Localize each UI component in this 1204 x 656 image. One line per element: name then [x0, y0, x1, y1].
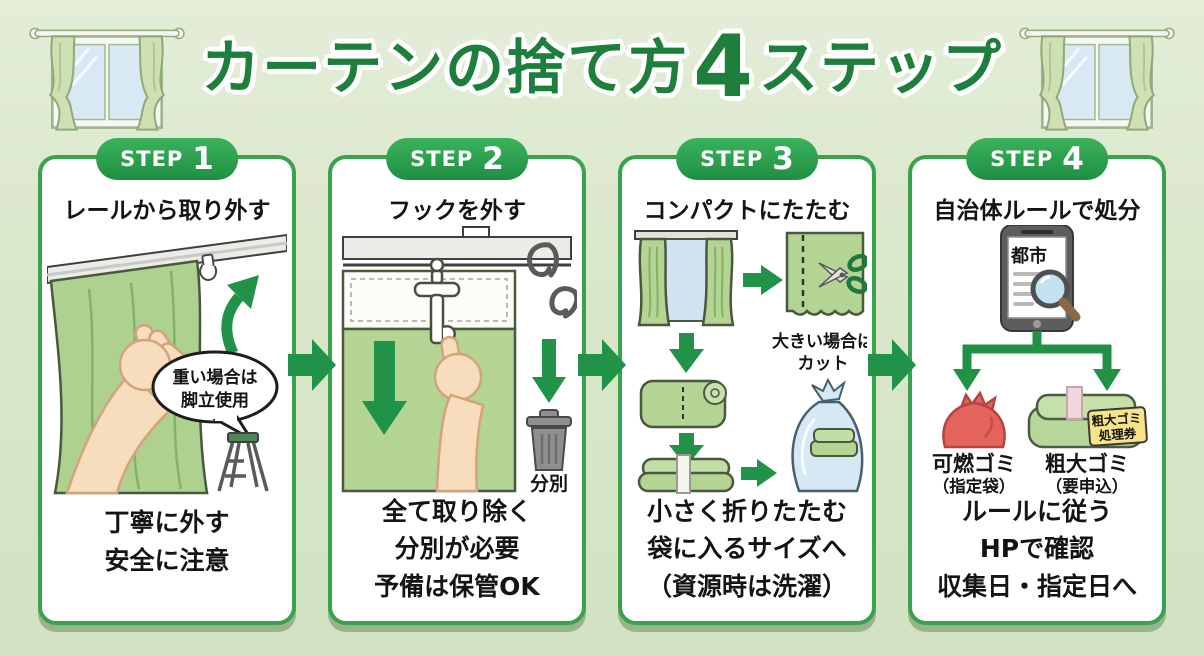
step-3-badge-label: STEP	[700, 147, 764, 171]
magnifier-icon	[1030, 269, 1081, 322]
step-1-badge-label: STEP	[120, 147, 184, 171]
step-3-badge-number: 3	[772, 140, 794, 177]
step-3-caption: 小さく折りたたむ 袋に入るサイズへ （資源時は洗濯）	[622, 493, 872, 606]
step-2-caption-line3: 予備は保管OK	[374, 571, 540, 601]
rolled-curtain-icon	[639, 379, 727, 429]
step-card-3: STEP 3 コンパクトにたたむ	[618, 138, 876, 625]
step-card-2: STEP 2 フックを外す	[328, 138, 586, 625]
smartphone-icon: 都市	[1000, 225, 1081, 332]
step-4-badge-number: 4	[1062, 140, 1084, 177]
option-2-sub: （要申込）	[1046, 476, 1129, 495]
flow-arrow-right-icon-1	[288, 339, 336, 391]
step-4-caption-line1: ルールに従う	[961, 496, 1112, 526]
title-main: カーテンの捨て方	[201, 33, 690, 102]
step-1-heading: レールから取り外す	[63, 198, 271, 224]
step-2-caption: 全て取り除く 分別が必要 予備は保管OK	[332, 493, 582, 606]
arrow-right-small-icon-2	[741, 459, 777, 487]
tag-text-line1: 粗大ゴミ	[1091, 410, 1142, 428]
option-1-sub: （指定袋）	[933, 476, 1016, 495]
step-2-illustration: 分別	[337, 225, 577, 495]
option-1-label: 可燃ゴミ	[932, 452, 1016, 476]
step-4-caption-line3: 収集日・指定日へ	[936, 571, 1137, 601]
bubble-text-line2: 脚立使用	[181, 390, 249, 411]
step-2-caption-line2: 分別が必要	[394, 534, 520, 563]
remove-from-rail-illustration: 重い場合は 脚立使用	[47, 233, 287, 495]
step-3-badge: STEP 3	[676, 138, 818, 180]
hand	[433, 335, 485, 493]
step-4-badge: STEP 4	[966, 138, 1108, 180]
step-4-caption: ルールに従う HPで確認 収集日・指定日へ	[912, 493, 1162, 606]
cut-curtain-icon	[785, 231, 865, 316]
step-2-caption-line1: 全て取り除く	[381, 496, 532, 526]
step-4-illustration: 都市	[917, 225, 1157, 495]
step-1-caption-line2: 安全に注意	[104, 545, 230, 575]
step-1-badge: STEP 1	[96, 138, 238, 180]
curtain-header-band	[341, 269, 517, 331]
tag-text-line2: 処理券	[1097, 426, 1137, 444]
title-suffix: ステップ	[758, 33, 1003, 102]
cut-note-line2: カット	[798, 354, 849, 374]
bin-label: 分別	[530, 473, 568, 495]
step-2-heading: フックを外す	[388, 198, 526, 224]
step-2-badge: STEP 2	[386, 138, 528, 180]
folded-curtain-icon	[637, 454, 735, 494]
window-curtain-icon-left	[29, 27, 185, 131]
arrow-down-icon	[362, 341, 407, 435]
step-3-caption-line2: 袋に入るサイズへ	[647, 534, 847, 563]
bulky-curtain-bundle-icon: 粗大ゴミ 処理券	[1027, 386, 1148, 449]
step-3-caption-line1: 小さく折りたたむ	[646, 496, 847, 526]
burnable-trash-bag-icon	[942, 390, 1006, 449]
speech-bubble: 重い場合は 脚立使用	[151, 350, 279, 441]
loose-hooks-icon	[526, 242, 577, 319]
step-card-4: STEP 4 自治体ルールで処分 都市	[908, 138, 1166, 625]
page-title: カーテンの捨て方4ステップ	[0, 20, 1204, 110]
curtain-rail	[342, 236, 572, 260]
municipal-disposal-illustration: 都市	[932, 225, 1148, 495]
arrow-right-small-icon	[743, 265, 783, 295]
scissors-icon	[818, 253, 867, 295]
step-1-caption: 丁寧に外す 安全に注意	[42, 504, 292, 579]
remove-hooks-illustration: 分別	[341, 226, 577, 495]
step-4-caption-line2: HPで確認	[979, 534, 1095, 563]
step-3-heading: コンパクトにたたむ	[643, 198, 851, 224]
trash-bin-icon	[526, 409, 572, 471]
step-3-illustration: 大きい場合は カット	[627, 225, 867, 495]
window-curtain-icon-right	[1019, 27, 1175, 131]
bubble-text-line1: 重い場合は	[173, 367, 258, 388]
step-1-badge-number: 1	[192, 140, 214, 177]
branch-connector	[953, 331, 1121, 391]
step-1-illustration: 重い場合は 脚立使用	[47, 225, 287, 495]
bag-with-curtain-icon	[791, 377, 864, 493]
arrow-up-icon	[221, 275, 259, 356]
fold-compact-illustration: 大きい場合は カット	[634, 230, 867, 494]
arrow-down-small-icon	[532, 339, 566, 403]
step-1-caption-line1: 丁寧に外す	[104, 508, 230, 537]
step-2-badge-number: 2	[482, 140, 504, 177]
option-2-label: 粗大ゴミ	[1045, 452, 1129, 476]
step-card-1: STEP 1 レールから取り外す	[38, 138, 296, 625]
step-3-caption-line3: （資源時は洗濯）	[646, 571, 847, 601]
flow-arrow-right-icon-3	[868, 339, 916, 391]
hanging-curtains-icon	[634, 230, 738, 327]
disposal-ticket-tag: 粗大ゴミ 処理券	[1087, 406, 1148, 447]
title-step-count: 4	[693, 17, 755, 117]
arrow-down-icon-1	[669, 333, 704, 373]
step-2-badge-label: STEP	[410, 147, 474, 171]
stepladder-icon	[217, 432, 269, 492]
cut-note-line1: 大きい場合は	[772, 331, 867, 352]
step-4-heading: 自治体ルールで処分	[933, 198, 1141, 224]
phone-screen-text: 都市	[1010, 245, 1047, 267]
flow-arrow-right-icon-2	[578, 339, 626, 391]
step-4-badge-label: STEP	[990, 147, 1054, 171]
